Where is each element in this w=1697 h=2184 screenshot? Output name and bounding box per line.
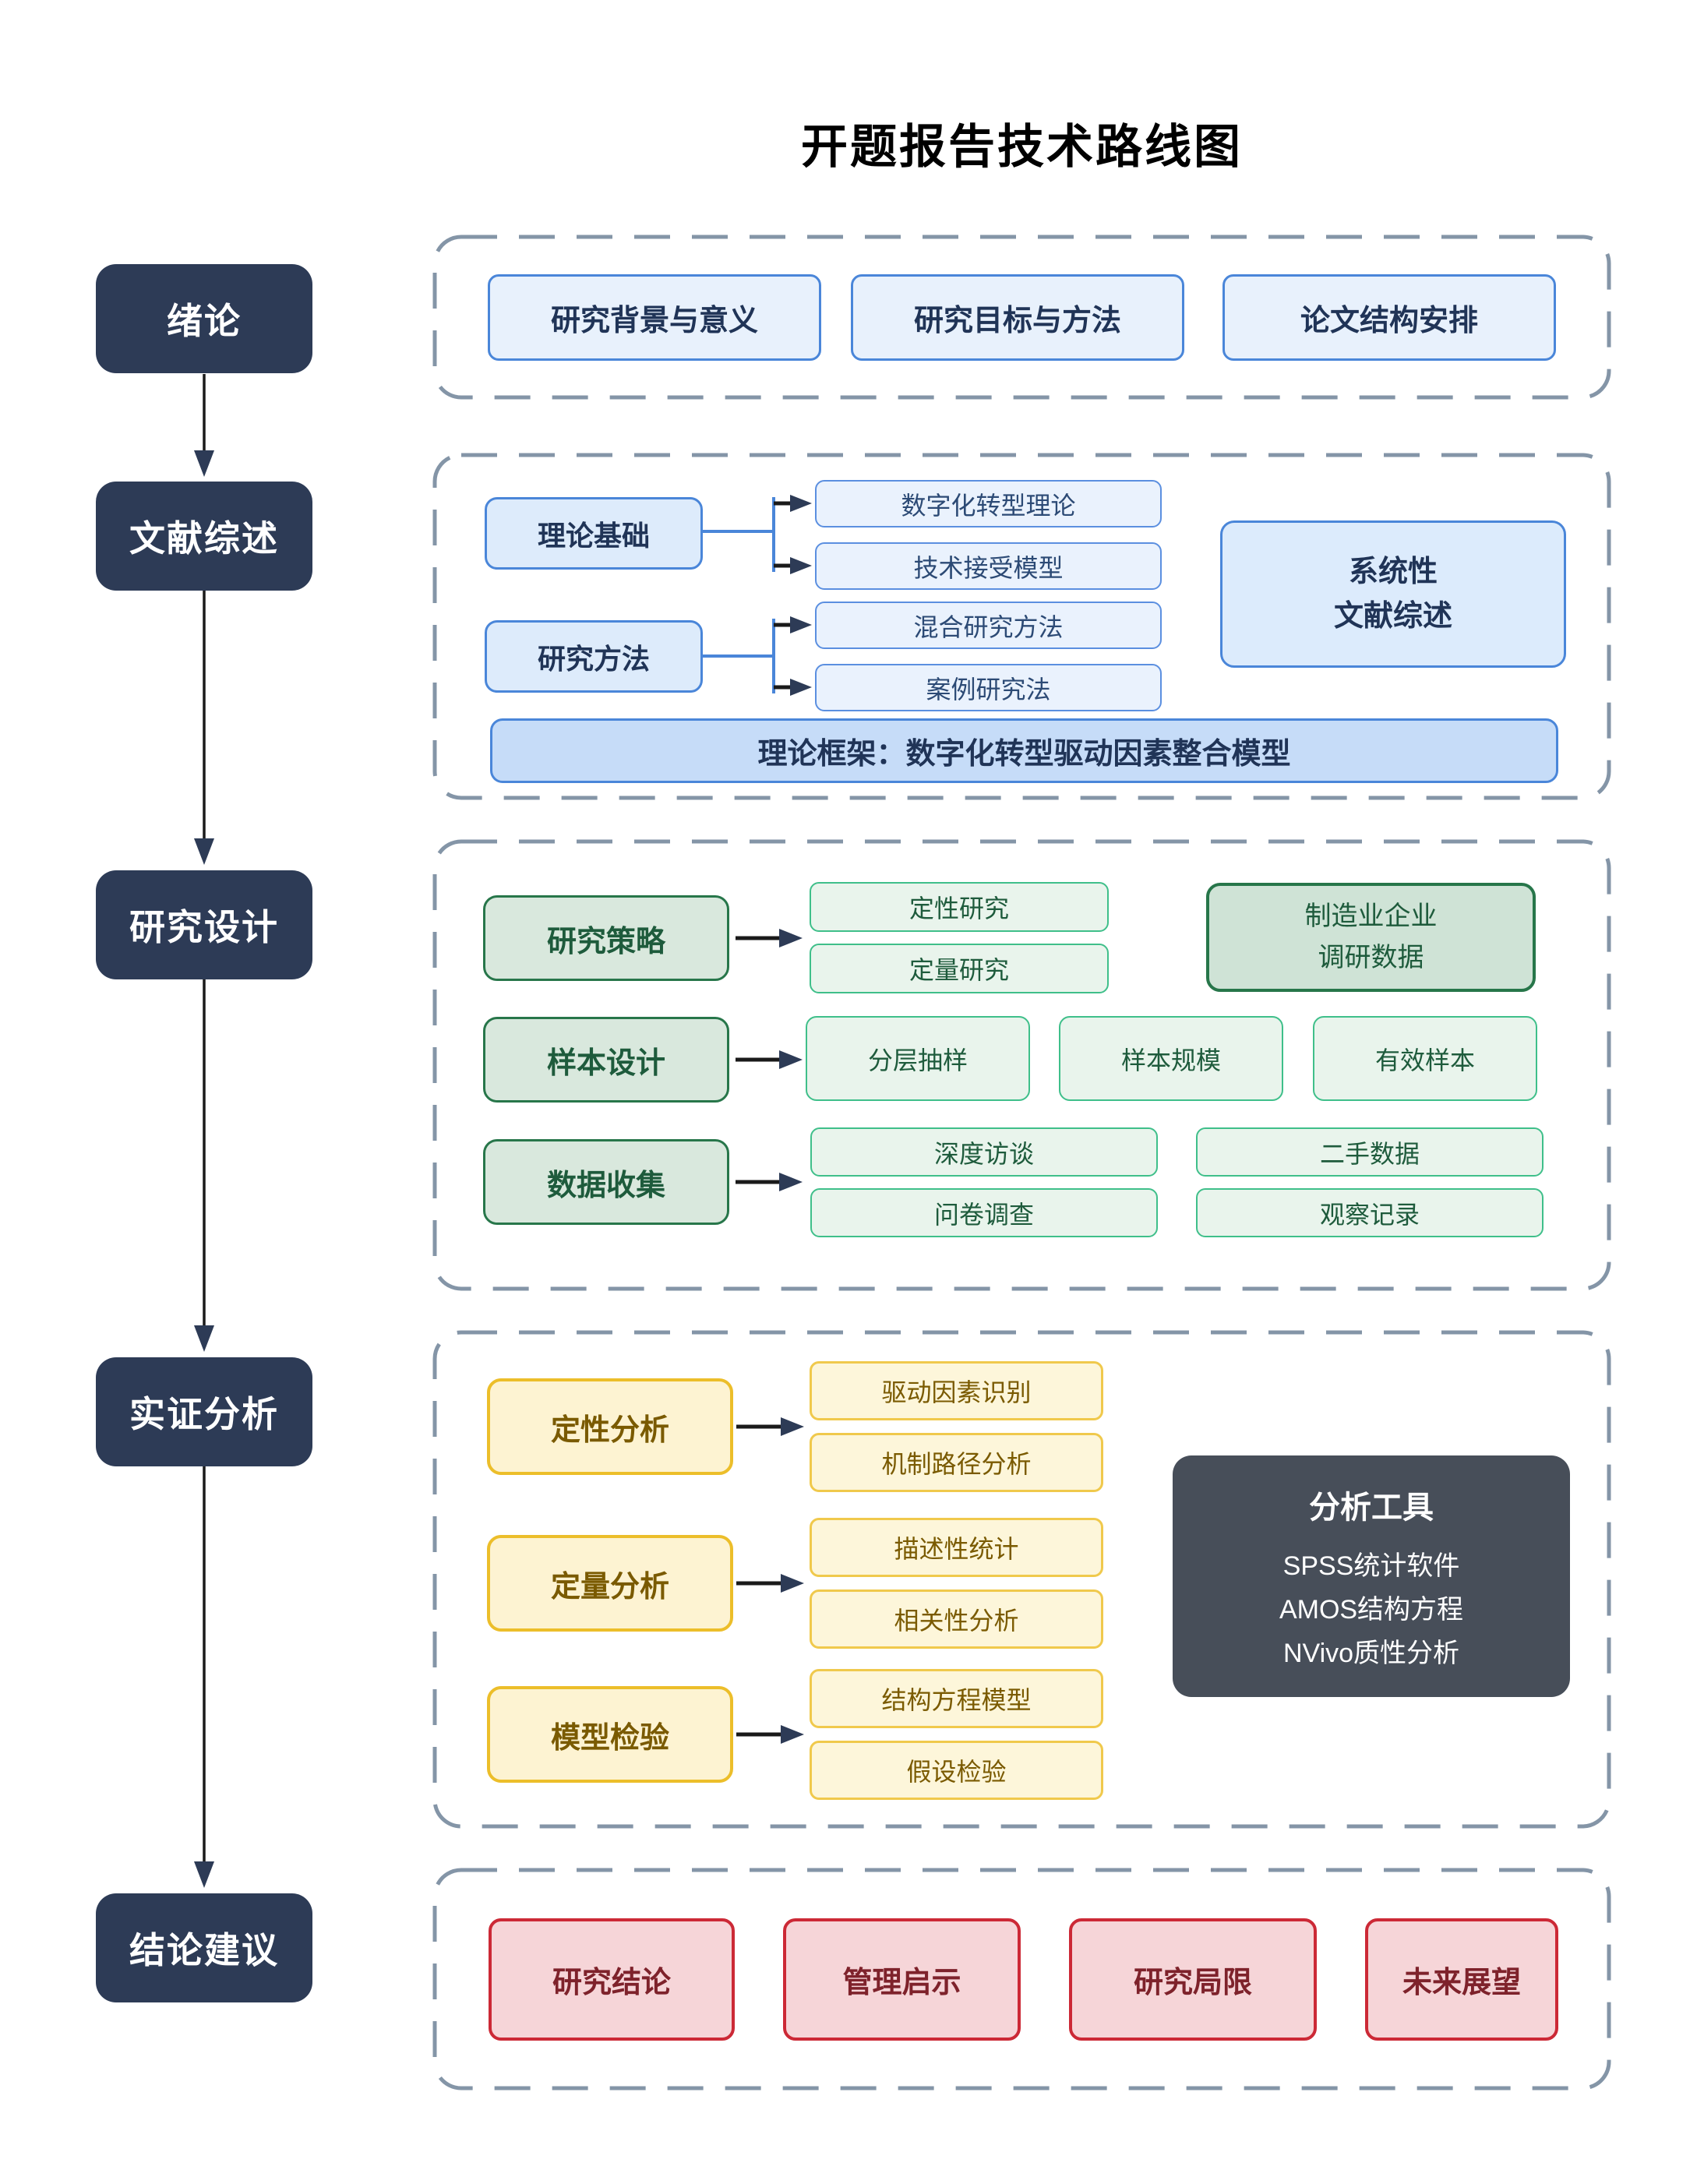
node-theory-foundation: 理论基础	[485, 497, 703, 570]
stage-arrow-2	[194, 591, 214, 865]
sample-arrow	[736, 1050, 803, 1069]
dashed-container-introduction	[432, 235, 1611, 400]
node-mechanism-path-analysis: 机制路径分析	[810, 1433, 1103, 1492]
node-research-goals: 研究目标与方法	[851, 274, 1184, 361]
stage-introduction: 绪论	[96, 264, 312, 373]
collection-arrow	[736, 1173, 803, 1191]
node-valid-sample: 有效样本	[1313, 1016, 1537, 1101]
tool-amos: AMOS结构方程	[1279, 1595, 1464, 1625]
node-questionnaire-survey: 问卷调查	[810, 1188, 1158, 1237]
node-data-collection: 数据收集	[483, 1139, 729, 1225]
qualitative-arrow	[736, 1417, 804, 1436]
node-digital-transformation-theory: 数字化转型理论	[815, 480, 1162, 527]
node-research-strategy: 研究策略	[483, 895, 729, 981]
node-quantitative-research: 定量研究	[810, 944, 1109, 993]
node-technology-acceptance-model: 技术接受模型	[815, 542, 1162, 590]
stage-empirical-analysis: 实证分析	[96, 1357, 312, 1466]
stage-arrow-3	[194, 979, 214, 1352]
dashed-container-conclusion	[432, 1868, 1611, 2091]
node-observation-records: 观察记录	[1196, 1188, 1544, 1237]
node-future-outlook: 未来展望	[1365, 1918, 1558, 2041]
stage-arrow-4	[194, 1466, 214, 1888]
tool-spss: SPSS统计软件	[1282, 1551, 1460, 1581]
node-model-testing: 模型检验	[487, 1686, 733, 1783]
node-systematic-literature-review: 系统性 文献综述	[1220, 520, 1566, 668]
dashed-container-literature	[432, 453, 1611, 800]
node-research-method: 研究方法	[485, 620, 703, 693]
node-driver-identification: 驱动因素识别	[810, 1361, 1103, 1420]
stage-arrow-1	[194, 374, 214, 477]
node-management-implications: 管理启示	[783, 1918, 1021, 2041]
node-secondary-data: 二手数据	[1196, 1127, 1544, 1177]
stage-conclusion: 结论建议	[96, 1893, 312, 2002]
node-mixed-methods: 混合研究方法	[815, 602, 1162, 649]
node-descriptive-statistics: 描述性统计	[810, 1518, 1103, 1577]
systematic-review-line1: 系统性	[1348, 555, 1438, 588]
node-case-study-method: 案例研究法	[815, 664, 1162, 711]
page-title: 开题报告技术路线图	[801, 121, 1243, 173]
node-stratified-sampling: 分层抽样	[806, 1016, 1030, 1101]
node-theoretical-framework-banner: 理论框架：数字化转型驱动因素整合模型	[490, 718, 1558, 783]
systematic-review-line2: 文献综述	[1333, 599, 1452, 633]
node-correlation-analysis: 相关性分析	[810, 1589, 1103, 1649]
node-quantitative-analysis: 定量分析	[487, 1535, 733, 1632]
node-structural-equation-model: 结构方程模型	[810, 1669, 1103, 1728]
node-qualitative-analysis: 定性分析	[487, 1378, 733, 1475]
survey-data-line1: 制造业企业	[1304, 901, 1438, 932]
node-sample-size: 样本规模	[1059, 1016, 1283, 1101]
analysis-tools-title: 分析工具	[1309, 1491, 1434, 1525]
node-hypothesis-testing: 假设检验	[810, 1741, 1103, 1800]
node-qualitative-research: 定性研究	[810, 882, 1109, 932]
theory-connector-tree	[703, 495, 812, 574]
node-research-limitations: 研究局限	[1069, 1918, 1317, 2041]
node-in-depth-interview: 深度访谈	[810, 1127, 1158, 1177]
model-arrow	[736, 1725, 804, 1744]
node-manufacturing-survey-data: 制造业企业 调研数据	[1206, 883, 1536, 992]
analysis-tools-panel: 分析工具 SPSS统计软件 AMOS结构方程 NVivo质性分析	[1173, 1455, 1570, 1697]
node-thesis-structure: 论文结构安排	[1222, 274, 1556, 361]
node-sample-design: 样本设计	[483, 1017, 729, 1103]
method-connector-tree	[703, 616, 812, 696]
strategy-arrow	[736, 929, 803, 947]
survey-data-line2: 调研数据	[1318, 943, 1424, 972]
node-research-conclusions: 研究结论	[489, 1918, 735, 2041]
stage-research-design: 研究设计	[96, 870, 312, 979]
tool-nvivo: NVivo质性分析	[1282, 1639, 1460, 1668]
dashed-container-design	[432, 839, 1611, 1291]
dashed-container-analysis	[432, 1330, 1611, 1829]
node-research-background: 研究背景与意义	[488, 274, 821, 361]
stage-literature-review: 文献综述	[96, 482, 312, 591]
quantitative-arrow	[736, 1574, 804, 1593]
